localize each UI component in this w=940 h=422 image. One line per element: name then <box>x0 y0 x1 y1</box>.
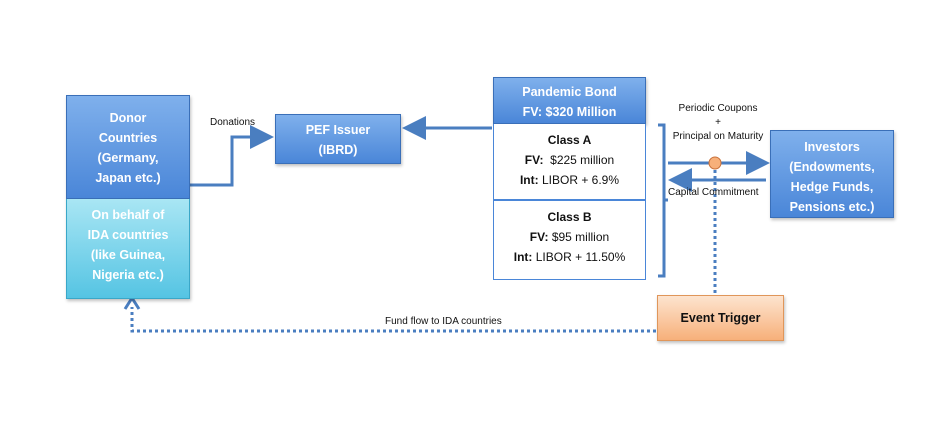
class-b-fv-value: $95 million <box>551 230 610 244</box>
pef-line-2: (IBRD) <box>318 143 358 157</box>
class-a-box: Class A FV: $225 million Int: LIBOR + 6.… <box>493 124 646 200</box>
investors-box: Investors (Endowments, Hedge Funds, Pens… <box>770 130 894 218</box>
donor-line-4: Japan etc.) <box>95 171 161 185</box>
donor-line-3: (Germany, <box>97 151 159 165</box>
coupons-label-line-2: + <box>715 117 721 128</box>
donor-line-1: Donor <box>109 111 147 125</box>
investors-line-1: Investors <box>804 140 860 154</box>
event-trigger-box: Event Trigger <box>657 295 784 341</box>
class-a-int-row: Int: LIBOR + 6.9% <box>494 170 645 190</box>
ida-line-3: (like Guinea, <box>90 248 166 262</box>
trigger-node <box>708 156 722 170</box>
fund-flow-dotted-arrow <box>130 307 656 333</box>
bond-title: Pandemic Bond <box>522 85 617 99</box>
ida-line-2: IDA countries <box>87 228 169 242</box>
class-a-int-value: LIBOR + 6.9% <box>541 173 620 187</box>
coupons-label-line-1: Periodic Coupons <box>678 103 758 114</box>
capital-commitment-label: Capital Commitment <box>668 187 759 198</box>
bond-fv: FV: $320 Million <box>522 105 617 119</box>
class-a-fv-label: FV: <box>524 153 544 167</box>
donations-arrow <box>190 125 274 187</box>
class-a-fv-value: $225 million <box>550 153 615 167</box>
class-b-fv-label: FV: <box>529 230 549 244</box>
donor-countries-box: Donor Countries (Germany, Japan etc.) <box>66 95 190 199</box>
class-b-int-value: LIBOR + 11.50% <box>535 250 626 264</box>
donations-label: Donations <box>210 117 256 128</box>
class-a-int-label: Int: <box>519 173 539 187</box>
pef-line-1: PEF Issuer <box>305 123 371 137</box>
fund-flow-label: Fund flow to IDA countries <box>385 316 502 327</box>
investors-line-4: Pensions etc.) <box>789 200 875 214</box>
ida-line-4: Nigeria etc.) <box>92 268 164 282</box>
class-b-int-row: Int: LIBOR + 11.50% <box>494 247 645 267</box>
donor-line-2: Countries <box>98 131 158 145</box>
coupons-label-line-3: Principal on Maturity <box>672 131 764 142</box>
class-b-int-label: Int: <box>513 250 533 264</box>
class-b-fv-row: FV: $95 million <box>494 227 645 247</box>
ida-countries-box: On behalf of IDA countries (like Guinea,… <box>66 199 190 299</box>
investors-line-2: (Endowments, <box>789 160 875 174</box>
class-b-box: Class B FV: $95 million Int: LIBOR + 11.… <box>493 200 646 280</box>
class-a-name: Class A <box>547 133 592 147</box>
bond-brace <box>658 123 668 278</box>
pef-issuer-box: PEF Issuer (IBRD) <box>275 114 401 164</box>
pandemic-bond-header: Pandemic Bond FV: $320 Million <box>493 77 646 124</box>
class-b-name: Class B <box>547 210 592 224</box>
ida-line-1: On behalf of <box>91 208 165 222</box>
coupons-label: Periodic Coupons + Principal on Maturity <box>668 102 768 144</box>
investors-line-3: Hedge Funds, <box>790 180 874 194</box>
class-a-fv-row: FV: $225 million <box>494 150 645 170</box>
